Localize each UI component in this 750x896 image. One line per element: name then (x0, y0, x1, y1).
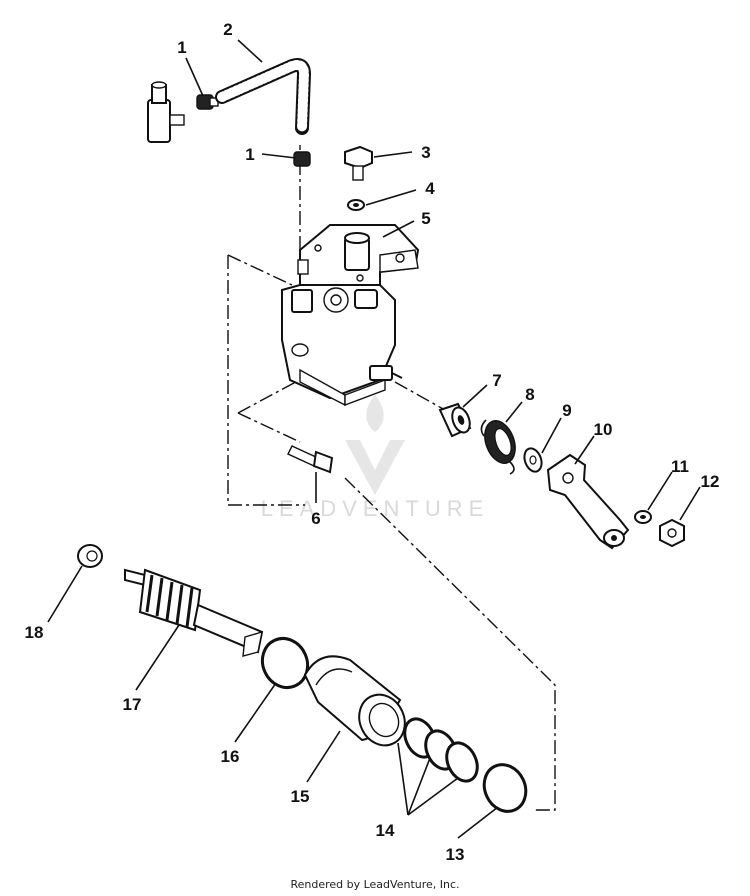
nut-part-12 (659, 518, 685, 548)
bushing-part-7 (438, 402, 472, 438)
callout-5: 5 (421, 209, 430, 228)
watermark: LEADVENTURE (261, 395, 490, 521)
callout-11: 11 (671, 457, 689, 476)
vent-hose-part (215, 58, 311, 135)
oil-pump-body (281, 224, 420, 407)
callout-16: 16 (221, 747, 240, 766)
bolt-part-6 (287, 445, 334, 474)
callout-labels: 1 2 1 3 4 5 7 8 9 10 11 12 6 18 17 16 15… (25, 20, 720, 864)
watermark-logo-icon (345, 440, 405, 495)
callout-10: 10 (594, 420, 613, 439)
callout-1-upper: 1 (177, 38, 186, 57)
callout-14: 14 (376, 821, 395, 840)
callout-7: 7 (492, 371, 501, 390)
sleeve-part-15 (303, 655, 406, 747)
hose-clamp-lower-part (293, 151, 311, 167)
leader-lines (47, 39, 701, 839)
washer-part-9 (523, 447, 543, 473)
callout-4: 4 (425, 179, 435, 198)
hose-clamp-upper-part (196, 94, 219, 110)
callout-6: 6 (311, 509, 320, 528)
callout-17: 17 (123, 695, 142, 714)
callout-2: 2 (223, 20, 232, 39)
spring-part-8 (480, 419, 516, 475)
watermark-text: LEADVENTURE (261, 496, 490, 521)
sensor-fitting-part (147, 81, 185, 143)
seal-rings-part-14 (403, 717, 479, 783)
bolt-part-3 (344, 145, 373, 181)
callout-8: 8 (525, 385, 534, 404)
callout-3: 3 (421, 143, 430, 162)
washer-part-18 (77, 544, 103, 568)
callout-12: 12 (701, 472, 720, 491)
watermark-flame-icon (366, 395, 384, 432)
washer-part-4 (347, 199, 365, 211)
o-ring-part-13 (482, 763, 528, 813)
o-ring-part-16 (260, 637, 310, 689)
footer-credit: Rendered by LeadVenture, Inc. (290, 878, 460, 891)
drive-gear-shaft-part-17 (124, 568, 264, 657)
callout-1-lower: 1 (245, 145, 254, 164)
callout-18: 18 (25, 623, 44, 642)
control-lever-part-10 (546, 453, 630, 550)
callout-15: 15 (291, 787, 310, 806)
callout-9: 9 (562, 401, 571, 420)
washer-part-11 (634, 510, 652, 524)
callout-13: 13 (446, 845, 465, 864)
